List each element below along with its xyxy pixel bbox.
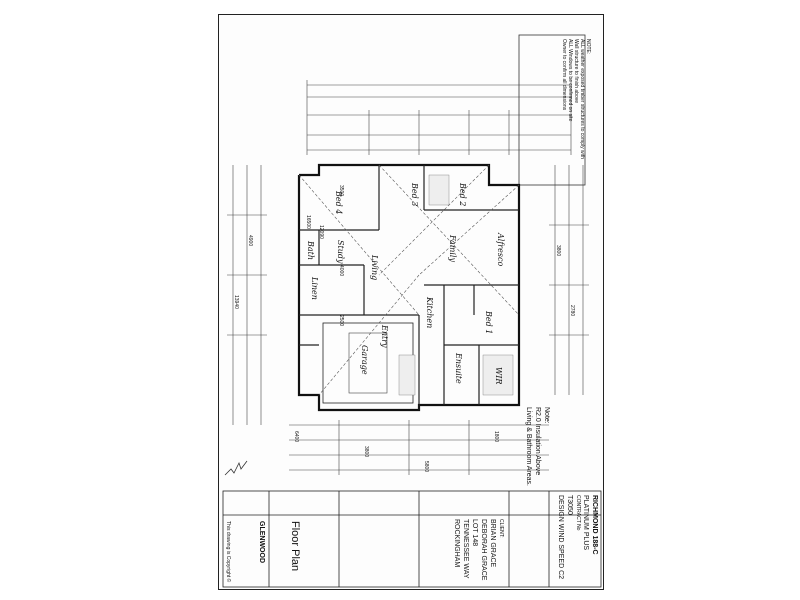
dim-top: 2500 xyxy=(338,315,344,327)
header-note: NOTE: xyxy=(585,39,591,55)
room-label-ensuite: Ensuite xyxy=(454,353,463,384)
wind-speed: DESIGN WIND SPEED C2 xyxy=(557,495,564,580)
room-label-bed3: Bed 3 xyxy=(410,183,419,207)
client-block: CLIENT: BRIAN GRACE DEBORAH GRACE LOT 14… xyxy=(452,519,505,580)
client-name: BRIAN GRACE xyxy=(489,519,496,568)
header-note: ALL weather exposed timber structures to… xyxy=(579,39,585,159)
room-label-bed1: Bed 1 xyxy=(484,311,493,335)
lot: LOT 148 xyxy=(471,519,478,547)
plan-name: RICHMOND 188-C xyxy=(591,495,598,555)
client-name: DEBORAH GRACE xyxy=(480,519,487,581)
room-label-wir: WIR xyxy=(494,367,503,385)
room-label-entry: Entry xyxy=(380,325,389,348)
insulation-note: Note: R2.0 Insulation Above Living & Bat… xyxy=(524,407,551,486)
room-label-living: Living xyxy=(370,255,379,281)
room-label-bath: Bath xyxy=(306,241,315,261)
floor-plan-drawing xyxy=(222,34,602,588)
dim-side: 4900 xyxy=(247,235,253,247)
contract-no: T3050 xyxy=(566,495,573,515)
note-heading: Note: xyxy=(543,407,550,424)
room-label-family: Family xyxy=(448,235,457,262)
street: TENNESSEE WAY xyxy=(462,519,469,579)
dim-top: 12090 xyxy=(318,225,324,239)
client-label: CLIENT: xyxy=(498,519,504,538)
dim-bottom: 1800 xyxy=(493,431,499,443)
suburb: ROCKINGHAM xyxy=(453,519,460,568)
room-label-garage: Garage xyxy=(360,345,369,375)
dim-bottom: 6400 xyxy=(293,431,299,443)
dim-bottom: 3800 xyxy=(363,446,369,458)
dim-side: 3800 xyxy=(555,245,561,257)
room-label-kitchen: Kitchen xyxy=(425,297,434,329)
copyright: This drawing is Copyright © xyxy=(225,521,231,583)
drawing-sheet: NOTE: ALL weather exposed timber structu… xyxy=(218,14,604,590)
room-label-bed2: Bed 2 xyxy=(458,183,467,207)
note-line: R2.0 Insulation Above xyxy=(534,407,541,476)
drawing-title: Floor Plan xyxy=(289,521,301,572)
dim-top: 4000 xyxy=(338,265,344,277)
header-notes: NOTE: ALL weather exposed timber structu… xyxy=(561,39,591,159)
dim-bottom: 5800 xyxy=(423,461,429,473)
plan-series: PLATINUM PLUS xyxy=(582,495,589,551)
room-label-linen: Linen xyxy=(310,277,319,300)
header-note: ALL Windows to be confirmed on site xyxy=(567,39,573,122)
dim-overall: 16500 xyxy=(305,215,311,229)
note-line: Living & Bathroom Areas. xyxy=(525,407,532,486)
room-label-alfresco: Alfresco xyxy=(496,233,505,267)
header-note: Owner to confirm all dimensions xyxy=(561,39,567,111)
plan-name-block: RICHMOND 188-C PLATINUM PLUS CONTRACT No… xyxy=(556,495,599,579)
dim-side: 2780 xyxy=(569,305,575,317)
room-label-study: Study xyxy=(336,240,345,264)
contract-label: CONTRACT No xyxy=(575,495,581,531)
room-label-bed4: Bed 4 xyxy=(334,191,343,215)
dim-side: 13940 xyxy=(233,295,239,309)
company-name: GLENWOOD xyxy=(258,521,265,563)
